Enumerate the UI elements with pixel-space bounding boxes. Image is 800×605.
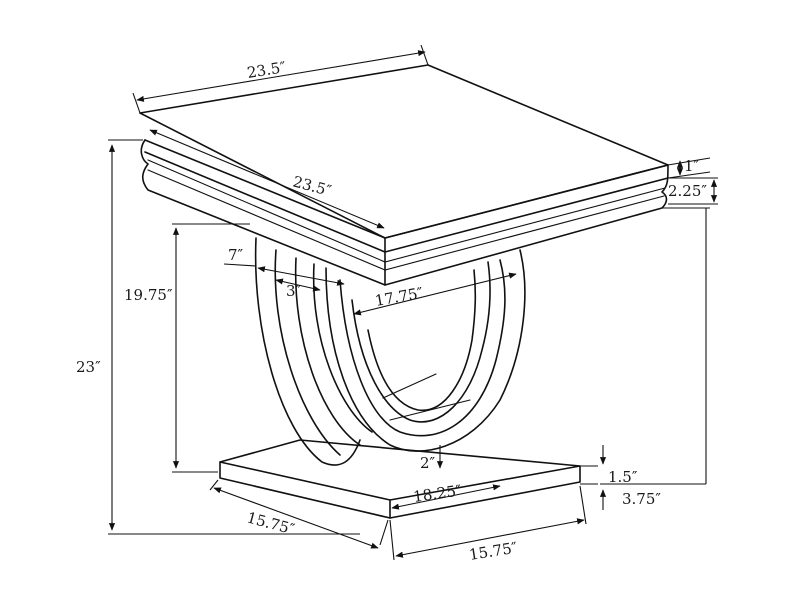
dim-total-height: 23″ bbox=[76, 358, 101, 376]
dim-top-front-width: 23.5″ bbox=[291, 172, 334, 200]
u-shaped-base-legs bbox=[254, 237, 526, 466]
dim-leg-height: 19.75″ bbox=[124, 286, 173, 304]
dim-base-height: 1.5″ bbox=[608, 468, 638, 486]
dim-apron-height: 2.25″ bbox=[668, 182, 707, 200]
dim-inner-span: 17.75″ bbox=[374, 284, 425, 310]
dim-inner-ring-width: 3″ bbox=[286, 282, 302, 300]
dim-base-inner-length: 18.25″ bbox=[412, 481, 463, 506]
dim-base-gap: 2″ bbox=[420, 454, 436, 472]
dim-base-right-width: 15.75″ bbox=[468, 539, 519, 564]
table-top bbox=[139, 64, 669, 286]
dim-top-thickness: 1″ bbox=[684, 157, 700, 175]
dimension-lines bbox=[108, 44, 718, 561]
dim-leg-ring-width: 7″ bbox=[228, 246, 244, 264]
dim-top-back-width: 23.5″ bbox=[246, 58, 288, 82]
dim-base-inset: 3.75″ bbox=[622, 490, 661, 508]
